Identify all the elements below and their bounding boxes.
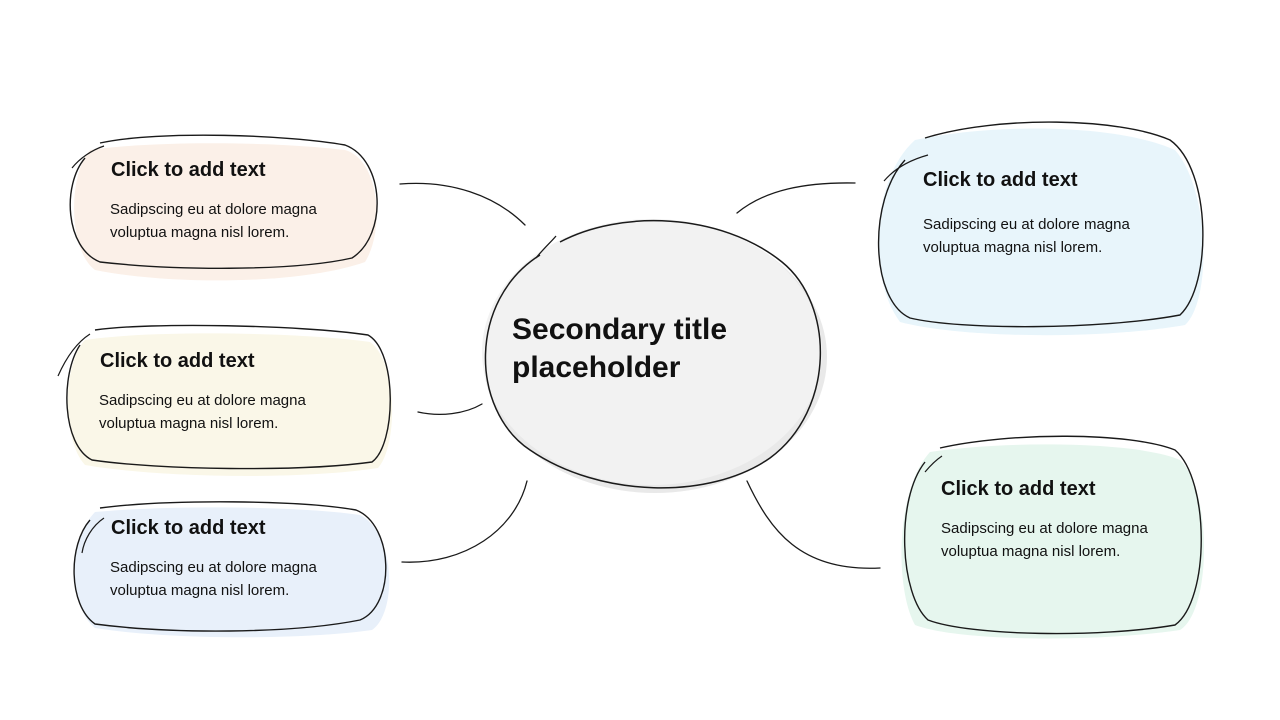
- bubble-bottom-right-accent: [924, 455, 943, 473]
- connector-bottom-right: [746, 480, 881, 569]
- bubble-middle-left-fill: [67, 333, 393, 476]
- center-node-outline: [484, 219, 821, 489]
- bubble-bottom-left-accent: [81, 517, 105, 554]
- bubble-top-right-outline: [877, 121, 1204, 328]
- center-title[interactable]: Secondary title placeholder: [512, 313, 728, 384]
- connector-top-right: [736, 182, 856, 214]
- bubble-bottom-left-fill: [74, 507, 390, 638]
- bubble-top-right-body[interactable]: Sadipscing eu at dolore magna voluptua m…: [923, 216, 1130, 256]
- connectors: [399, 182, 881, 569]
- bubble-middle-left-accent: [57, 333, 91, 377]
- bubble-bottom-right-fill: [901, 444, 1204, 639]
- bubble-bottom-left-outline: [73, 501, 387, 632]
- bubble-bottom-left: [73, 501, 390, 638]
- bubble-top-left-title[interactable]: Click to add text: [111, 159, 266, 181]
- bubble-top-right-title[interactable]: Click to add text: [923, 169, 1078, 191]
- bubble-bottom-right-outline: [904, 435, 1202, 635]
- bubble-top-left-outline: [69, 134, 378, 269]
- bubble-middle-left-body[interactable]: Sadipscing eu at dolore magna voluptua m…: [99, 392, 306, 432]
- bubble-top-right: [877, 121, 1204, 336]
- bubble-bottom-left-title[interactable]: Click to add text: [111, 517, 266, 539]
- bubble-middle-left: [57, 324, 393, 476]
- bubble-middle-left-title[interactable]: Click to add text: [100, 350, 255, 372]
- bubble-top-left: [69, 134, 378, 281]
- bubble-middle-left-outline: [66, 324, 391, 470]
- center-node-fill: [482, 219, 822, 485]
- bubble-bottom-right: [901, 435, 1204, 639]
- bubble-bottom-right-title[interactable]: Click to add text: [941, 478, 1096, 500]
- bubble-top-left-accent: [71, 145, 105, 169]
- center-node: [482, 219, 827, 493]
- center-node-accent: [535, 235, 557, 259]
- bubble-bottom-left-body[interactable]: Sadipscing eu at dolore magna voluptua m…: [110, 559, 317, 599]
- connector-bottom-left: [401, 480, 528, 563]
- bubble-top-left-fill: [74, 143, 377, 281]
- bubble-top-left-body[interactable]: Sadipscing eu at dolore magna voluptua m…: [110, 201, 317, 241]
- bubble-bottom-right-body[interactable]: Sadipscing eu at dolore magna voluptua m…: [941, 520, 1148, 560]
- bubble-top-right-accent: [883, 154, 929, 182]
- connector-top-left: [399, 182, 526, 226]
- bubble-top-right-fill: [878, 128, 1204, 336]
- connector-middle-left: [417, 403, 483, 416]
